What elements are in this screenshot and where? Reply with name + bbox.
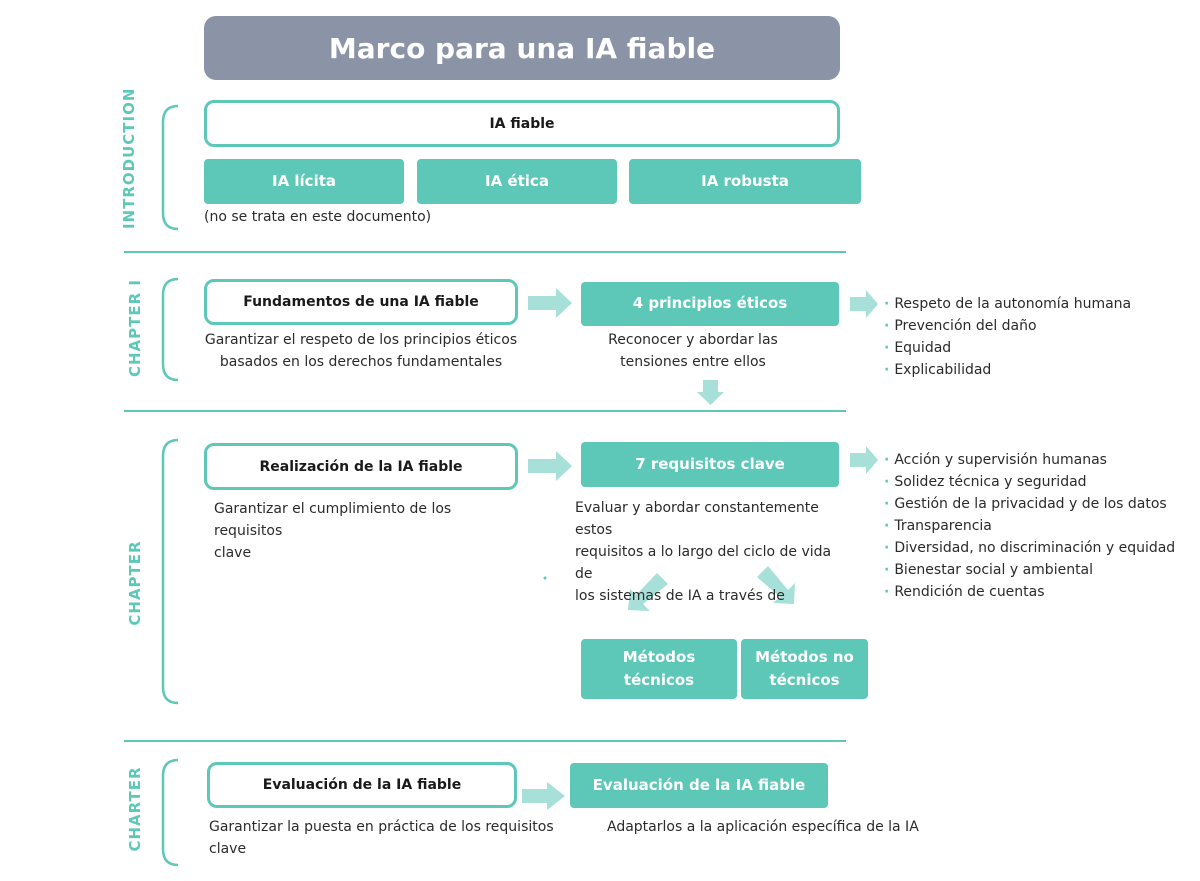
list-item: Respeto de la autonomía humana xyxy=(884,293,1184,315)
ch2-mid-text: Evaluar y abordar constantemente estos r… xyxy=(575,497,850,607)
divider-3 xyxy=(124,740,846,742)
list-item: Bienestar social y ambiental xyxy=(884,559,1184,581)
section-label-chapter1: CHAPTER I xyxy=(126,279,144,377)
methods-nontechnical-line2: técnicos xyxy=(769,671,840,689)
diagram-title: Marco para una IA fiable xyxy=(204,16,840,80)
bracket-chapter3 xyxy=(161,758,179,867)
ch1-mid-text-line1: Reconocer y abordar las xyxy=(608,332,778,348)
ch1-mid-text-line2: tensiones entre ellos xyxy=(620,354,766,370)
list-item: Gestión de la privacidad y de los datos xyxy=(884,493,1184,515)
arrow-down-ch1 xyxy=(697,380,724,405)
arrow-right-ch1-a xyxy=(528,288,572,318)
methods-technical-line2: técnicos xyxy=(623,671,695,689)
list-item: Rendición de cuentas xyxy=(884,581,1184,603)
methods-technical-line1: Métodos xyxy=(622,647,696,666)
list-item: Prevención del daño xyxy=(884,315,1184,337)
ch2-mid-text-line1: Evaluar y abordar constantemente estos xyxy=(575,500,819,538)
arrow-right-ch1-b xyxy=(850,290,878,318)
ch2-left-text-line2: clave xyxy=(214,545,252,561)
intro-box-lawful: IA lícita xyxy=(204,159,404,204)
intro-note: (no se trata en este documento) xyxy=(204,209,432,225)
list-item: Solidez técnica y seguridad xyxy=(884,471,1184,493)
arrow-right-ch2-a xyxy=(528,451,572,481)
ch2-left-box: Realización de la IA fiable xyxy=(204,443,518,490)
ch1-mid-text: Reconocer y abordar las tensiones entre … xyxy=(578,329,808,373)
list-item: Acción y supervisión humanas xyxy=(884,449,1184,471)
ch2-mid-text-line2: requisitos a lo largo del ciclo de vida … xyxy=(575,544,832,582)
ch3-mid-box: Evaluación de la IA fiable xyxy=(570,763,828,808)
list-item: Transparencia xyxy=(884,515,1184,537)
ch1-principles-list: Respeto de la autonomía humana Prevenció… xyxy=(884,293,1184,381)
ch1-left-box: Fundamentos de una IA fiable xyxy=(204,279,518,325)
intro-box-ethical: IA ética xyxy=(417,159,617,204)
ch2-mid-box: 7 requisitos clave xyxy=(581,442,839,487)
section-label-chapter3: CHARTER xyxy=(126,766,144,852)
dot-mark xyxy=(543,576,547,580)
ch2-requirements-list: Acción y supervisión humanas Solidez téc… xyxy=(884,449,1184,603)
ch3-left-box: Evaluación de la IA fiable xyxy=(207,762,517,808)
methods-technical-box: Métodos técnicos xyxy=(581,639,737,699)
ch1-left-text: Garantizar el respeto de los principios … xyxy=(204,329,518,373)
ch1-left-text-line2: basados en los derechos fundamentales xyxy=(219,354,503,370)
ch2-left-text-line1: Garantizar el cumplimiento de los requis… xyxy=(214,501,452,539)
section-label-chapter2: CHAPTER xyxy=(126,540,144,626)
methods-nontechnical-box: Métodos no técnicos xyxy=(741,639,868,699)
divider-2 xyxy=(124,410,846,412)
arrow-diag-left xyxy=(628,573,668,611)
ch3-left-text: Garantizar la puesta en práctica de los … xyxy=(209,819,554,857)
arrow-diag-right xyxy=(757,566,795,604)
bracket-introduction xyxy=(161,104,179,231)
list-item: Equidad xyxy=(884,337,1184,359)
ch3-mid-text: Adaptarlos a la aplicación específica de… xyxy=(607,819,919,835)
ch2-left-text: Garantizar el cumplimiento de los requis… xyxy=(214,498,514,564)
intro-main-box: IA fiable xyxy=(204,100,840,147)
section-label-introduction: INTRODUCTION xyxy=(120,87,138,229)
arrow-right-ch2-b xyxy=(850,446,878,474)
list-item: Explicabilidad xyxy=(884,359,1184,381)
divider-1 xyxy=(124,251,846,253)
bracket-chapter2 xyxy=(161,438,179,705)
intro-box-robust: IA robusta xyxy=(629,159,861,204)
ch2-mid-text-line3: los sistemas de IA a través de xyxy=(575,588,785,604)
arrow-right-ch3 xyxy=(522,782,565,810)
methods-nontechnical-line1: Métodos no xyxy=(755,647,854,666)
ch1-mid-box: 4 principios éticos xyxy=(581,282,839,326)
list-item: Diversidad, no discriminación y equidad xyxy=(884,537,1184,559)
bracket-chapter1 xyxy=(161,277,179,382)
ch1-left-text-line1: Garantizar el respeto de los principios … xyxy=(204,332,518,348)
